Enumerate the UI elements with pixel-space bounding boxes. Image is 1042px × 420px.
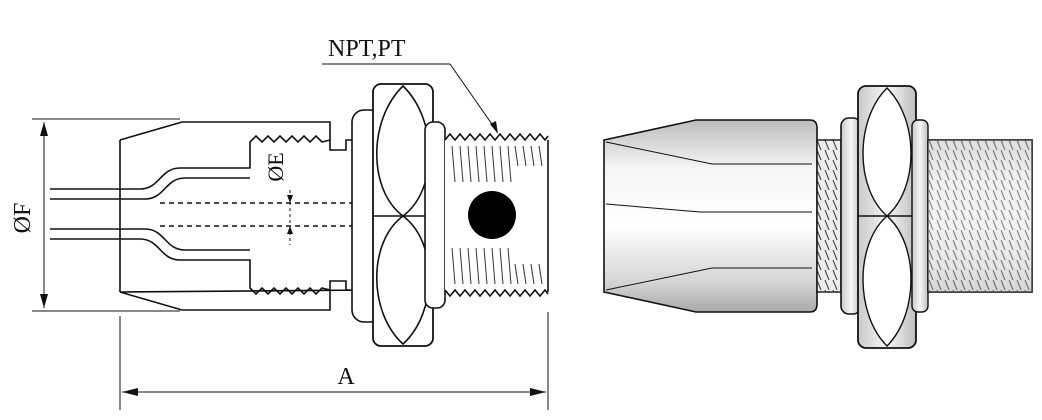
tube-wall-outer-bottom (50, 238, 251, 280)
nut-thread-top (249, 134, 331, 150)
nut-thread-exterior (816, 139, 842, 293)
diameter-f-label: ØF (10, 203, 36, 234)
dimension-a: A (119, 312, 549, 410)
dimension-e: ØE (263, 152, 293, 245)
hex-exterior (857, 85, 929, 349)
nut-thread-bottom (249, 280, 331, 296)
thread-callout: NPT,PT (322, 36, 498, 134)
tube-wall-inner-top (50, 177, 250, 200)
length-a-label: A (337, 364, 355, 390)
male-thread-section (444, 132, 549, 298)
thread-callout-label: NPT,PT (328, 36, 406, 62)
tube-wall-outer-top (50, 150, 251, 190)
tube-wall-inner-bottom (50, 228, 250, 251)
diameter-e-label: ØE (263, 152, 288, 181)
hex-body (351, 83, 446, 347)
section-view: ØF ØE (10, 36, 549, 410)
port-hole (468, 191, 516, 239)
external-view (603, 85, 1033, 349)
nut-body (119, 121, 375, 311)
nut-exterior (603, 119, 818, 313)
dimension-f: ØF (10, 118, 180, 312)
